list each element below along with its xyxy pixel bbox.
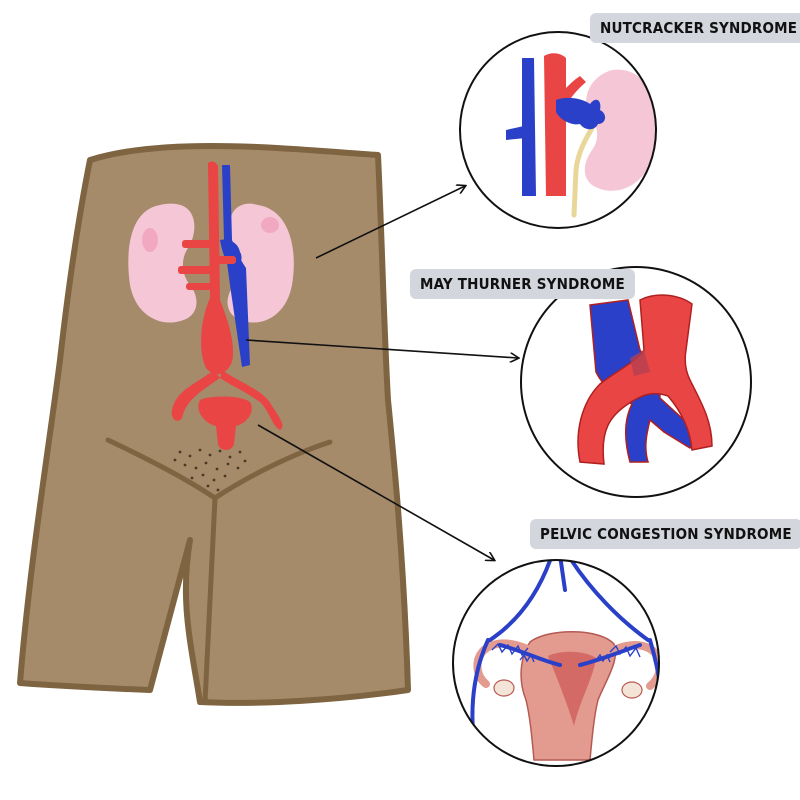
uterus-shape bbox=[198, 396, 252, 450]
pc-uterine-cavity bbox=[548, 651, 596, 726]
pc-plexus bbox=[491, 642, 641, 663]
torso-veins bbox=[220, 165, 250, 367]
arrow-to-nutcracker bbox=[315, 186, 465, 259]
pubic-hair bbox=[173, 448, 247, 492]
pc-right-ovary bbox=[621, 681, 643, 699]
right-kidney-highlight bbox=[261, 217, 279, 233]
nut-ivc bbox=[506, 58, 536, 196]
left-iliac-artery bbox=[171, 370, 220, 421]
renal-artery-right bbox=[216, 256, 236, 264]
renal-artery-left-lower bbox=[178, 266, 214, 274]
torso-arteries bbox=[171, 161, 283, 450]
aorta bbox=[201, 161, 234, 375]
nutcracker-syndrome-label: NUTCRACKER SYNDROME bbox=[590, 13, 800, 43]
left-kidney-highlight bbox=[142, 228, 158, 252]
nut-aorta bbox=[544, 53, 566, 196]
mt-compression bbox=[630, 350, 650, 376]
may-thurner-syndrome-label: MAY THURNER SYNDROME bbox=[410, 269, 635, 299]
arrow-to-pelvic bbox=[257, 424, 494, 560]
leg-divide-line bbox=[202, 495, 218, 705]
pelvic-congestion-syndrome-label: PELVIC CONGESTION SYNDROME bbox=[530, 519, 800, 549]
pc-ovarian-veins bbox=[470, 560, 659, 762]
pc-left-ovary bbox=[493, 679, 515, 697]
arrow-to-may-thurner bbox=[245, 339, 518, 358]
right-iliac-artery bbox=[220, 370, 283, 430]
renal-artery-left-lowest bbox=[186, 283, 212, 290]
pelvic-inset bbox=[452, 559, 660, 767]
nut-left-renal-vein bbox=[556, 97, 606, 130]
may-thurner-inset bbox=[520, 266, 752, 498]
renal-vein bbox=[220, 239, 242, 269]
nutcracker-inset bbox=[459, 31, 657, 229]
mt-artery bbox=[577, 294, 713, 465]
nut-kidney bbox=[584, 69, 656, 191]
renal-artery-left-upper bbox=[182, 240, 212, 248]
